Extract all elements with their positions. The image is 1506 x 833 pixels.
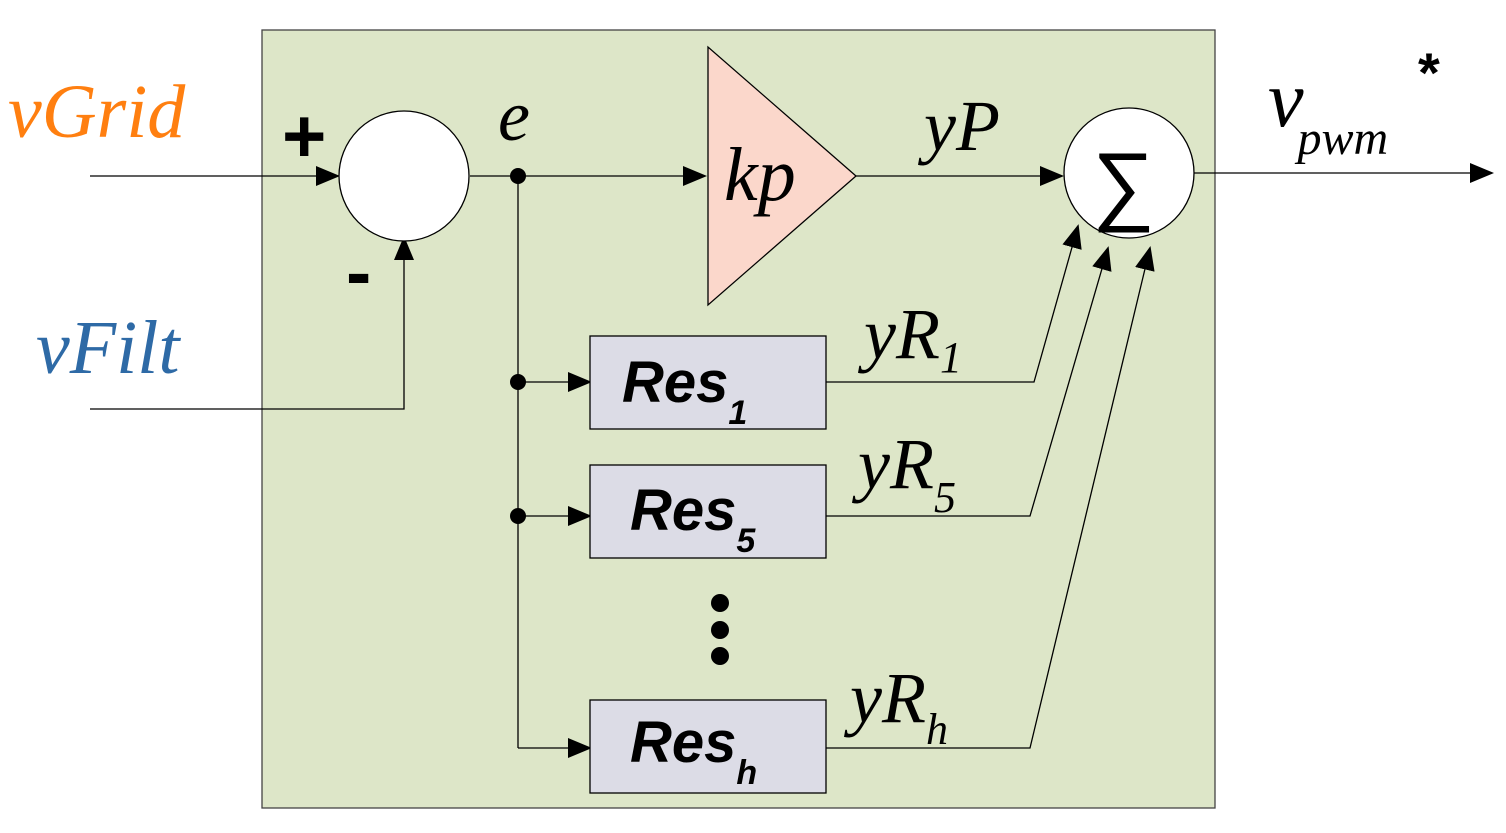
branch-node (510, 168, 526, 184)
res1-subscript: 1 (728, 394, 747, 432)
error-signal-label: e (498, 76, 530, 156)
yr1-label: yR1 (857, 294, 962, 382)
vpwm-subscript: pwm (1295, 112, 1389, 165)
vgrid-label: vGrid (8, 70, 186, 154)
yp-label: yP (917, 86, 1000, 166)
vpwm-base: v (1268, 56, 1304, 144)
yr1-subscript: 1 (940, 333, 962, 382)
res1-block: Res1 (589, 335, 827, 432)
ellipsis-dot (711, 621, 729, 639)
yr1-base: yR (857, 294, 940, 374)
res1-base: Res (622, 350, 728, 415)
resh-subscript: h (736, 754, 757, 792)
ellipsis-dot (711, 647, 729, 665)
vpwm-superscript: * (1418, 41, 1440, 104)
yrh-subscript: h (926, 705, 948, 754)
yrh-label: yRh (843, 658, 948, 754)
res5-base: Res (630, 478, 736, 543)
plus-sign: + (282, 94, 326, 179)
yrh-wire (826, 246, 1155, 749)
yr5-label: yR5 (851, 424, 956, 522)
kp-label: kp (724, 133, 796, 217)
svg-text:Resh: Resh (630, 710, 757, 792)
res5-block: Res5 (589, 464, 827, 560)
ellipsis-dot (711, 594, 729, 612)
kp-gain-block (707, 45, 857, 307)
resh-base: Res (630, 710, 736, 775)
yr1-wire (826, 224, 1082, 383)
res5-subscript: 5 (736, 522, 756, 560)
sum-symbol: ∑ (1092, 134, 1155, 233)
vpwm-label: vpwm (1268, 56, 1388, 165)
yr5-base: yR (851, 424, 934, 504)
minus-sign: - (346, 230, 371, 315)
vfilt-wire (90, 236, 414, 410)
yr5-wire (826, 246, 1112, 517)
yr5-subscript: 5 (934, 473, 956, 522)
svg-text:Res1: Res1 (622, 350, 747, 432)
vfilt-label: vFilt (36, 306, 181, 390)
yrh-base: yR (843, 658, 926, 738)
svg-text:Res5: Res5 (630, 478, 756, 560)
error-summing-junction (338, 110, 470, 242)
resh-block: Resh (589, 699, 827, 794)
